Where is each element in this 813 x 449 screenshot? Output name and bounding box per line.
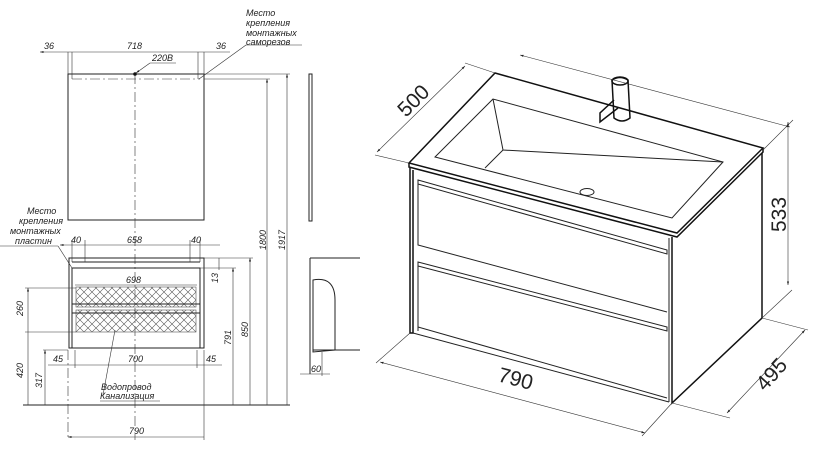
vanity-isometric-view: 500 533 495 790 [374,54,809,437]
dim-mirror-right: 36 [216,41,226,51]
cabinet-side-view: 60 [300,257,360,376]
mirror-side-profile [308,73,313,222]
plate-mount-note-4: пластин [15,236,52,246]
dim-791: 791 [223,330,233,345]
screw-mount-note-1: Место [246,8,275,18]
socket-point-icon [133,72,137,76]
dim-gap: 13 [210,273,220,283]
drain-icon [579,188,595,196]
dim-zone-height: 260 [15,301,25,317]
dim-top-left: 40 [71,235,81,245]
socket-label: 220В [151,53,173,63]
pipes-note-2: Канализация [100,391,154,401]
cabinet-front-view: Место крепления монтажных пластин 40 658… [0,73,290,440]
dim-floor-to-bottom: 420 [15,363,25,378]
plate-mount-note-2: крепления [19,216,63,226]
dim-bottom-left: 45 [53,354,64,364]
dim-bottom-right: 45 [206,354,217,364]
plate-mount-note-1: Место [27,206,56,216]
dim-iso-width: 790 [496,364,536,395]
dim-iso-depth-bottom: 495 [752,354,793,395]
dim-mirror-left: 36 [44,41,54,51]
dim-bottom-mid: 700 [128,354,143,364]
dim-inner-width: 698 [126,275,141,285]
dim-iso-height: 533 [768,197,791,232]
faucet-icon [599,76,631,124]
dim-side-depth: 60 [311,364,321,374]
dim-floor-to-pipes: 317 [34,372,44,388]
dim-iso-depth-top: 500 [393,80,434,121]
pipes-note-1: Водопровод [101,382,151,392]
screw-mount-note-2: крепления [246,18,290,28]
dim-total-width: 790 [129,426,144,436]
dim-top-right: 40 [191,235,201,245]
dim-850: 850 [240,322,250,337]
dim-top-mid: 658 [127,235,142,245]
screw-mount-note-4: саморезов [246,37,291,47]
dim-1917: 1917 [277,229,287,250]
dim-1800: 1800 [258,230,268,250]
screw-mount-note-3: монтажных [246,28,297,38]
dim-mirror-width: 718 [127,41,142,51]
plate-mount-note-3: монтажных [10,226,61,236]
mirror-front-view: 36 718 36 220В Место крепления монтажных… [40,8,313,440]
